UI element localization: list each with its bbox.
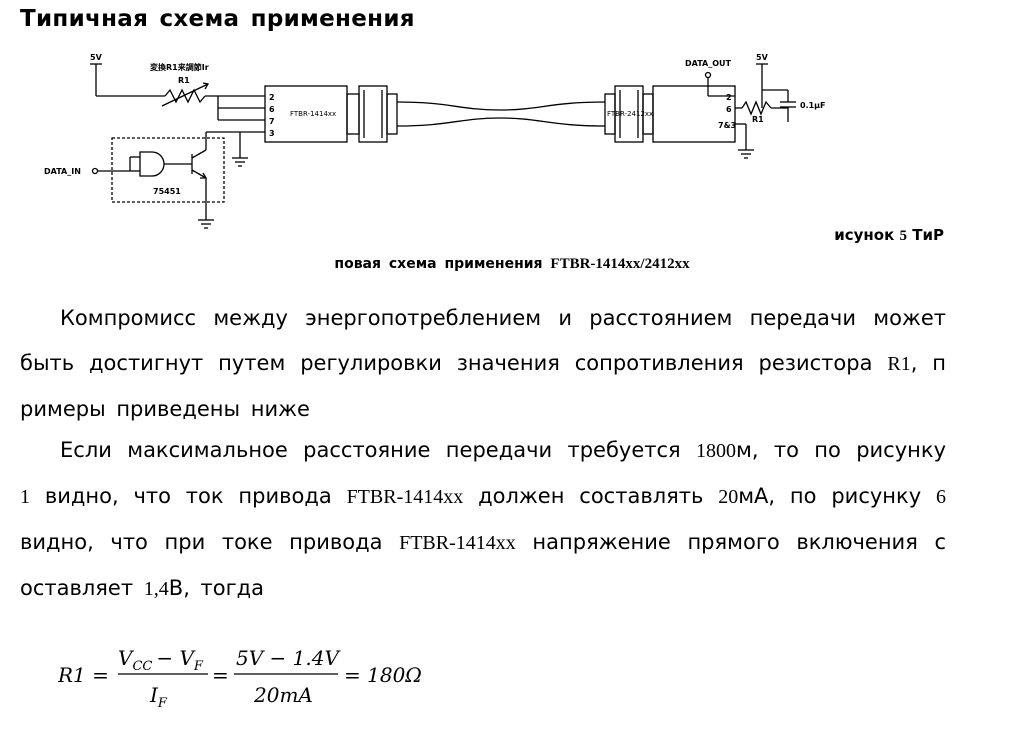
formula-frac2-den: 20mA	[253, 683, 313, 707]
paragraph-tradeoff: Компромисс между энергопотреблением и ра…	[20, 306, 947, 421]
tx-pin-3: 3	[269, 129, 275, 138]
application-schematic: 5V 変換R1来調節Ir R1 DATA_IN 75451 DATA_OUT 5…	[44, 53, 826, 229]
label-adjust-r1: 変換R1来調節Ir	[150, 62, 209, 72]
rx-pin-7-3: 7&3	[718, 121, 736, 130]
label-capacitor: 0.1μF	[800, 101, 826, 110]
label-chip: 75451	[153, 187, 181, 196]
label-r1-left: R1	[178, 76, 190, 85]
rx-pin-2: 2	[726, 93, 732, 102]
tx-pin-6: 6	[269, 105, 275, 114]
section-heading: Типичная схема применения	[20, 6, 415, 32]
formula-frac1-num: VCC− VF	[118, 646, 204, 674]
rx-pin-6: 6	[726, 105, 732, 114]
label-5v-left: 5V	[90, 53, 103, 62]
figure-caption-line1: исунок 5 ТиР	[834, 226, 944, 244]
label-data-out: DATA_OUT	[685, 59, 732, 68]
tx-module-label: FTBR-1414xx	[290, 110, 336, 118]
paragraph-example: Если максимальное расстояние передачи тр…	[20, 438, 946, 600]
label-data-in: DATA_IN	[44, 167, 81, 176]
label-5v-right: 5V	[756, 53, 769, 62]
label-r1-right: R1	[752, 115, 764, 124]
tx-pin-2: 2	[269, 93, 275, 102]
formula-result: = 180Ω	[344, 663, 422, 687]
tx-pin-7: 7	[269, 117, 275, 126]
formula-frac2-num: 5V − 1.4V	[236, 646, 341, 670]
formula-eq1: =	[212, 663, 229, 687]
figure-caption-line2: повая схема применения FTBR-1414xx/2412x…	[334, 256, 690, 272]
resistor-formula: R1 = VCC− VF IF = 5V − 1.4V 20mA = 180Ω	[58, 646, 422, 710]
formula-frac1-den: IF	[149, 683, 168, 710]
formula-lhs: R1 =	[58, 663, 109, 687]
rx-module-label: FTBR-2412xx	[607, 110, 653, 118]
